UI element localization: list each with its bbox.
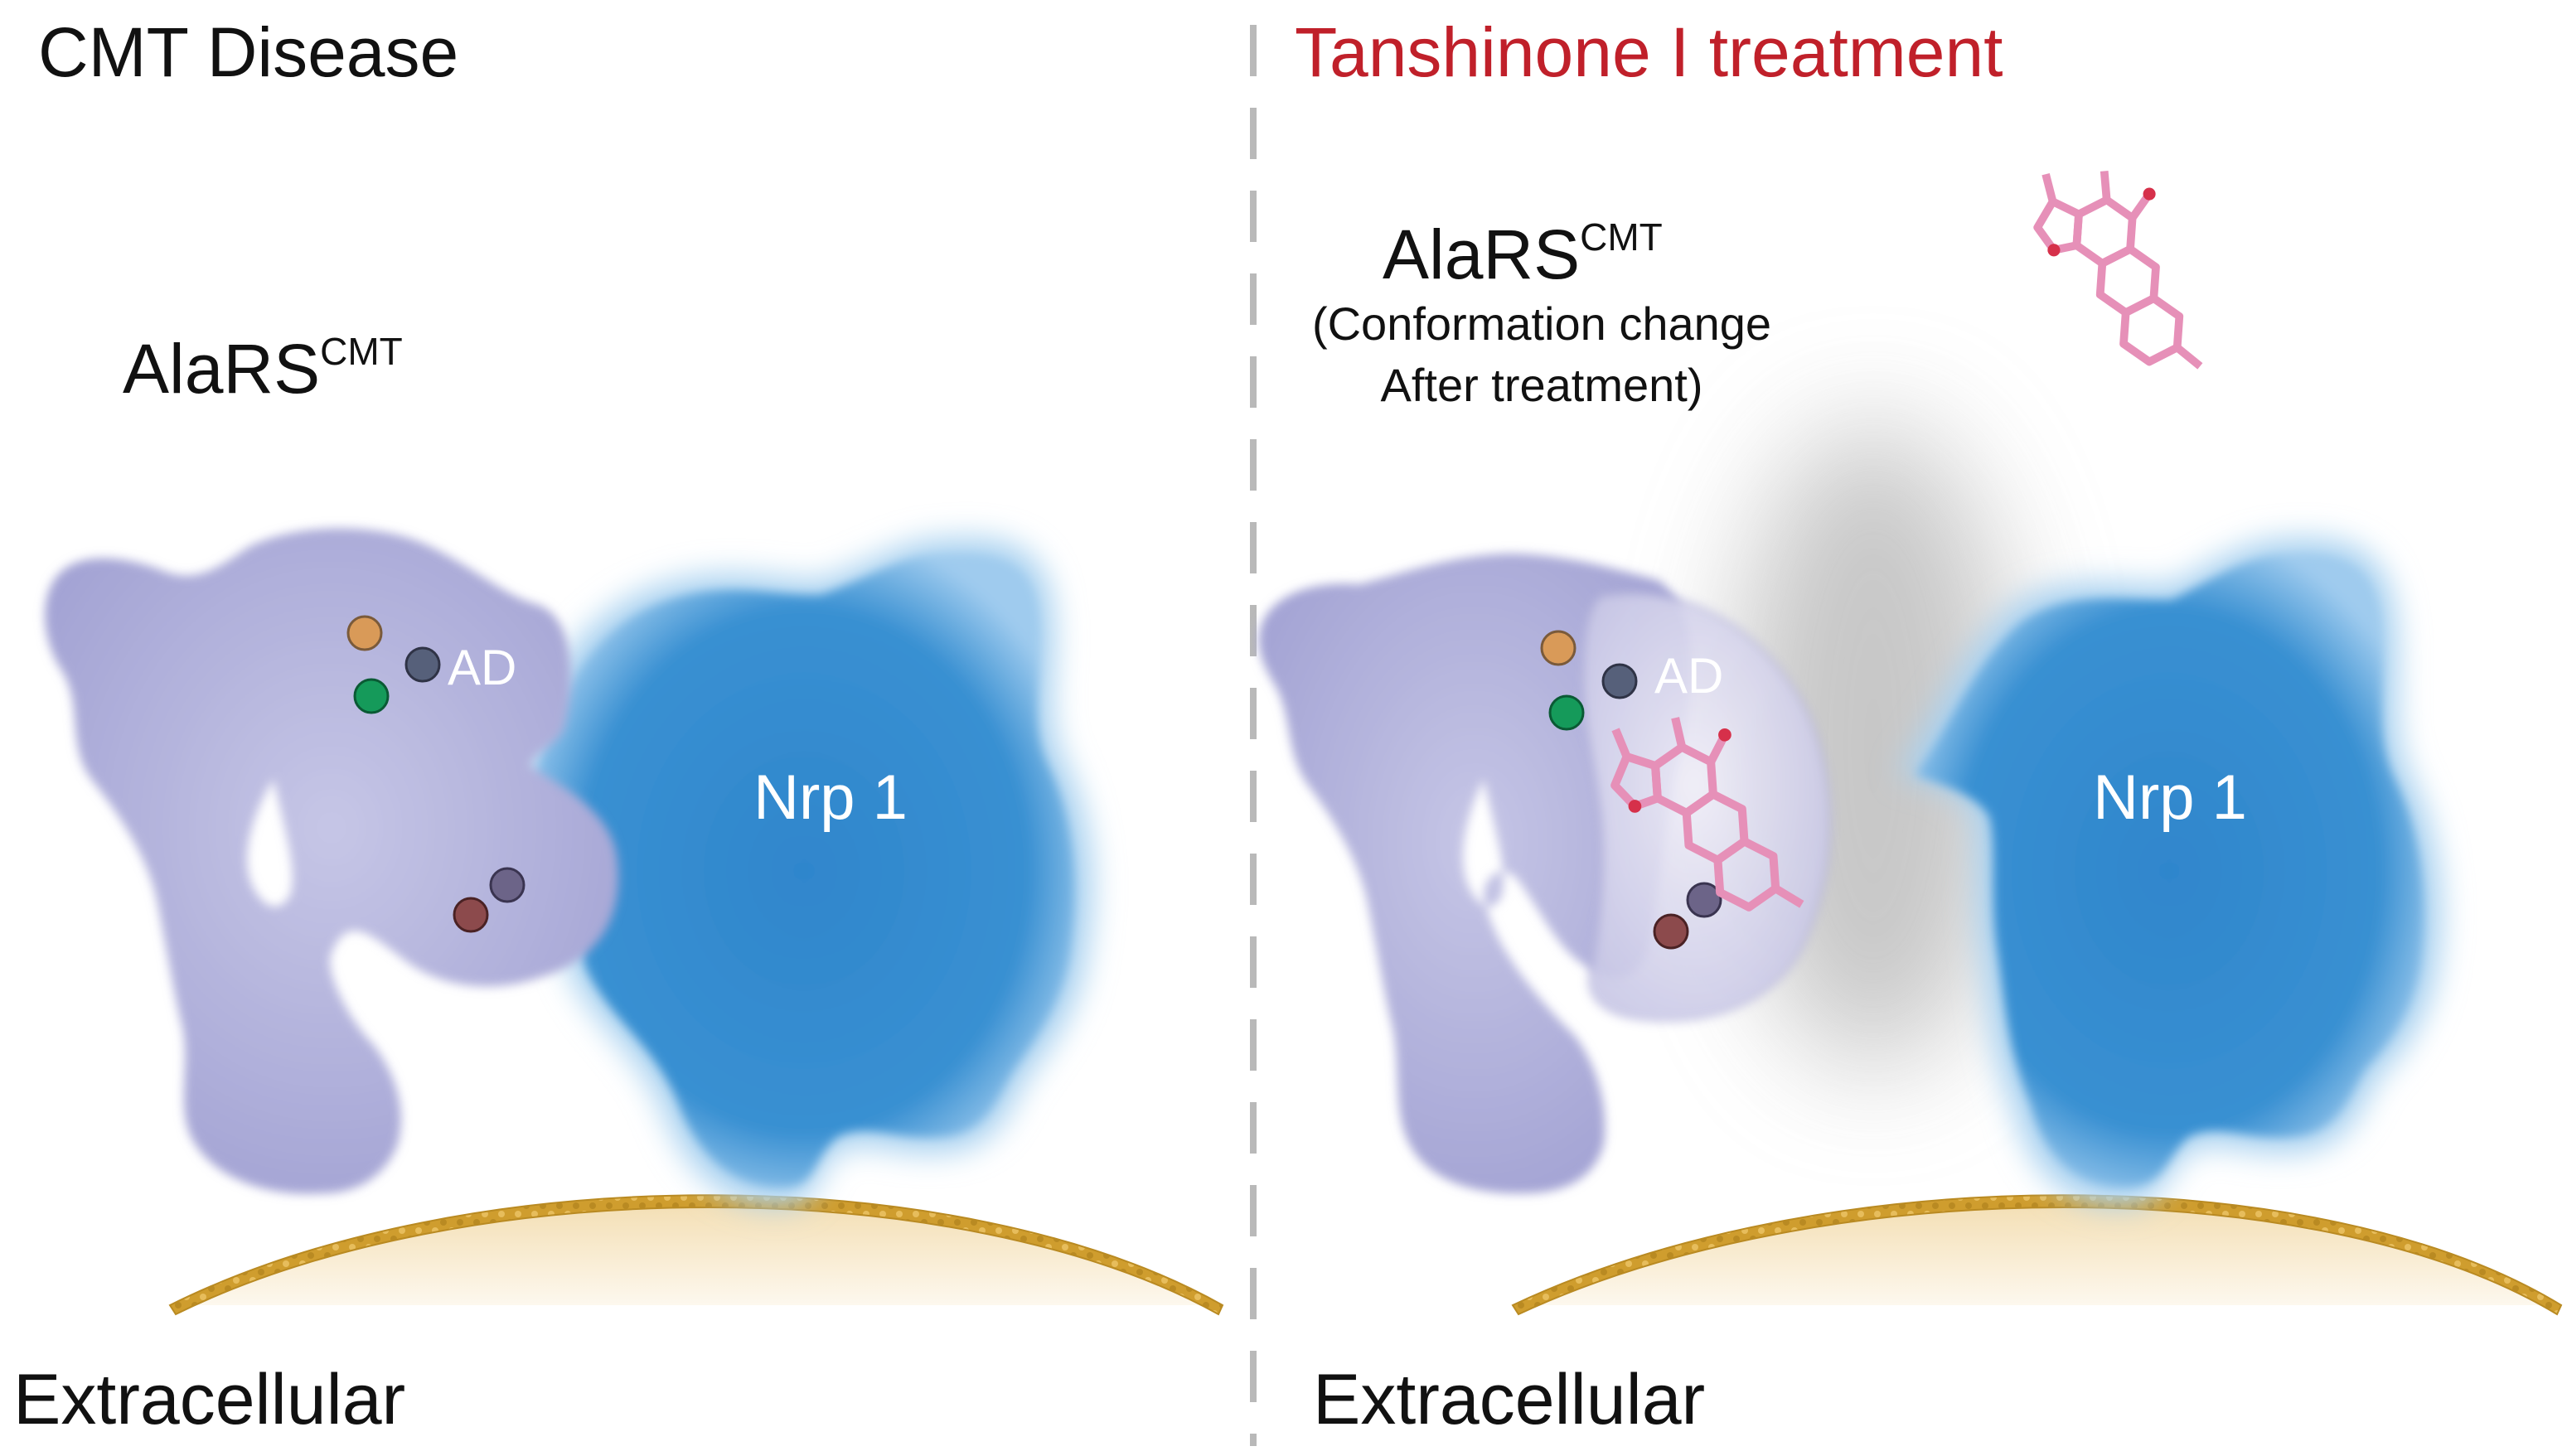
right-dot-maroon <box>1653 913 1689 950</box>
right-alars-label: AlaRSCMT <box>1383 215 1663 293</box>
right-note-line2: After treatment) <box>1380 359 1702 411</box>
right-lens-domain <box>1581 592 1832 1022</box>
left-dot-purple <box>489 867 526 903</box>
bound-tanshinone-molecule-icon <box>1610 717 1804 912</box>
right-alars-protein: AD <box>1258 554 1832 1194</box>
right-dot-purple <box>1686 882 1722 918</box>
left-dot-maroon <box>453 897 489 933</box>
right-alars-name: AlaRS <box>1383 215 1580 293</box>
left-dot-orange <box>346 615 383 651</box>
tanshinone-molecule-icon <box>2033 171 2203 370</box>
right-note-line1: (Conformation change <box>1312 297 1771 350</box>
left-dot-green <box>353 678 390 714</box>
left-ad-label: AD <box>448 640 516 695</box>
left-alars-label: AlaRSCMT <box>123 330 403 408</box>
left-membrane <box>168 1194 1224 1316</box>
right-alars-superscript: CMT <box>1580 215 1663 259</box>
left-extracellular-label: Extracellular <box>13 1360 405 1439</box>
right-nrp1-receptor: Nrp 1 <box>1898 538 2442 1207</box>
left-panel: CMT Disease AlaRSCMT Nrp 1 AD Extracellu… <box>13 13 1224 1439</box>
right-nrp1-label: Nrp 1 <box>2093 762 2247 833</box>
left-alars-protein: AD <box>45 528 618 1194</box>
right-dot-slate <box>1601 663 1638 699</box>
left-nrp1-receptor: Nrp 1 <box>517 537 1093 1207</box>
left-alars-name: AlaRS <box>123 330 320 408</box>
left-alars-superscript: CMT <box>320 330 403 373</box>
right-membrane <box>1511 1194 2563 1316</box>
right-panel: Tanshinone I treatment AlaRSCMT (Conform… <box>1258 13 2563 1439</box>
left-nrp1-label: Nrp 1 <box>753 762 908 833</box>
right-extracellular-label: Extracellular <box>1313 1360 1705 1439</box>
right-dot-orange <box>1540 630 1577 666</box>
left-dot-slate <box>404 646 441 683</box>
right-title: Tanshinone I treatment <box>1295 13 2003 91</box>
right-ad-label: AD <box>1654 648 1723 704</box>
left-title: CMT Disease <box>38 13 458 91</box>
right-dot-green <box>1548 694 1585 731</box>
